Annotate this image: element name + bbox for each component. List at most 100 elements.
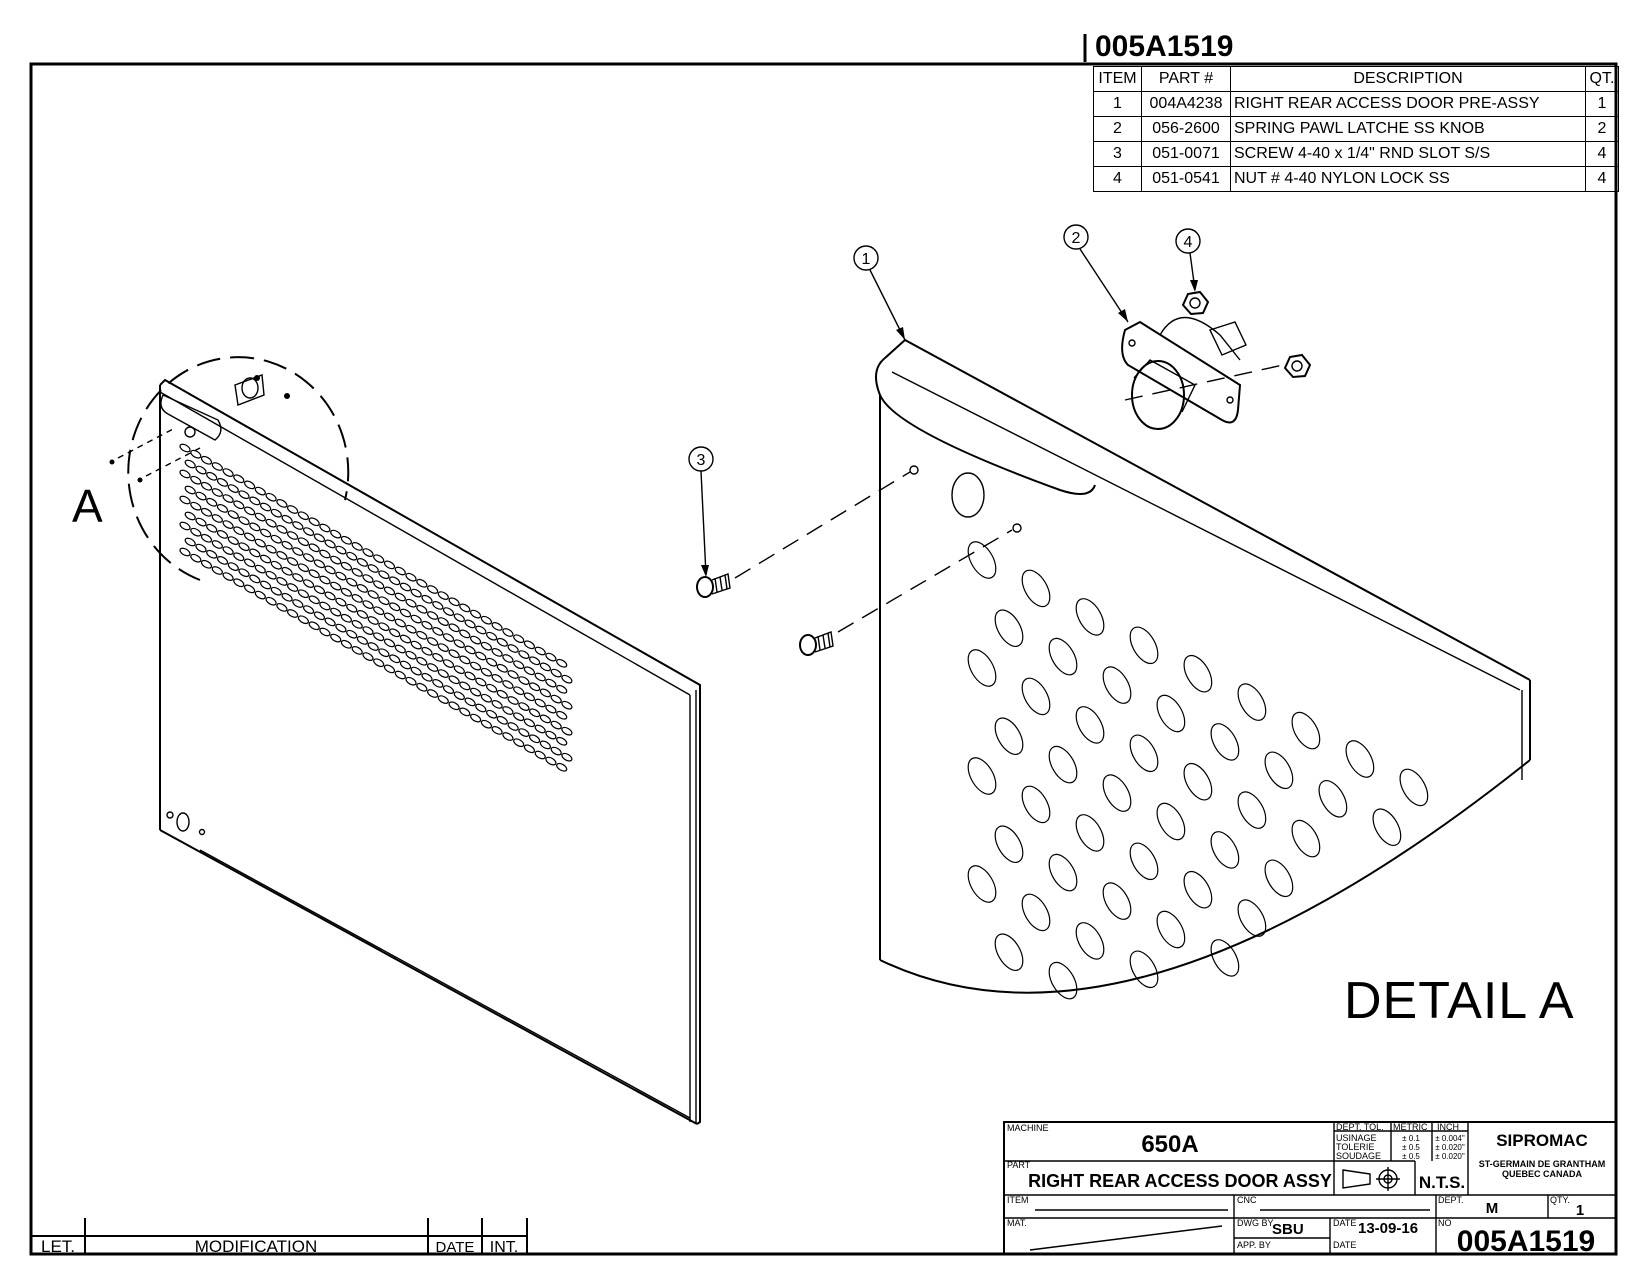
perforation-slot <box>1264 859 1294 898</box>
perforation-slot <box>238 516 250 526</box>
perforation-slot <box>518 702 530 711</box>
perforation-slot <box>1048 961 1078 1000</box>
perforation-slot <box>427 611 439 620</box>
perforation-slot <box>383 586 396 596</box>
perforation-slot <box>179 547 191 557</box>
svg-text:2: 2 <box>1072 230 1081 247</box>
perforation-slot <box>1399 768 1429 807</box>
mini-latch <box>109 374 290 483</box>
perforation-slot <box>518 728 530 737</box>
perforation-slot <box>346 551 358 561</box>
perforation-slot <box>367 564 379 573</box>
perforation-slot <box>442 659 455 668</box>
perforation-slot <box>362 548 374 557</box>
perforation-slot <box>308 517 320 527</box>
perforation-slot <box>303 579 315 588</box>
perforation-slot <box>216 504 229 513</box>
perforation-slot <box>550 668 562 678</box>
perforation-slot <box>206 549 218 559</box>
perforation-slot <box>1048 637 1078 676</box>
perforation-slot <box>432 627 444 636</box>
bom-header-item: ITEM <box>1093 66 1142 92</box>
perforation-slot <box>513 660 525 670</box>
part-value: RIGHT REAR ACCESS DOOR ASSY <box>1028 1171 1332 1191</box>
perforation-slot <box>346 603 358 613</box>
perforation-slot <box>373 632 385 642</box>
screw-lower <box>799 631 834 656</box>
perforation-slot <box>373 580 385 590</box>
perforation-slot <box>287 609 299 618</box>
perforation-slot <box>464 619 476 629</box>
perforation-slot <box>383 612 396 622</box>
perforation-slot <box>297 511 309 521</box>
perforation-slot <box>351 542 363 551</box>
perforation-slot <box>238 568 250 578</box>
perforation-slot <box>491 726 503 735</box>
perforation-slot <box>292 547 304 556</box>
perforation-slot <box>340 535 352 545</box>
perforation-slot <box>249 574 261 584</box>
perforation-slot <box>276 525 288 534</box>
perforation-slot <box>222 468 234 477</box>
perforation-slot <box>421 646 433 656</box>
perforation-slot <box>244 506 256 516</box>
perforation-slot <box>994 933 1024 971</box>
perforation-slot <box>518 676 530 685</box>
perforation-slot <box>432 679 444 688</box>
rev-let-header: LET. <box>41 1237 75 1256</box>
perforation-slot <box>556 736 568 746</box>
perforation-slot <box>967 757 997 795</box>
svg-text:PART: PART <box>1007 1160 1031 1170</box>
detail-a-circle <box>127 356 350 581</box>
perforation-slot <box>394 566 406 576</box>
perforation-slot <box>1102 666 1132 704</box>
svg-text:DEPT. TOL.: DEPT. TOL. <box>1336 1122 1384 1132</box>
perforation-slot <box>373 554 385 564</box>
perforation-slot <box>281 592 293 602</box>
perforation-slot <box>453 613 465 623</box>
perforation-slot <box>244 584 256 594</box>
perforation-slot <box>249 548 261 558</box>
perforation-slot <box>195 465 207 475</box>
drawing-frame <box>29 62 1618 1256</box>
perforation-slot <box>453 665 465 675</box>
perforation-slot <box>356 636 368 645</box>
perforation-slot <box>437 643 449 652</box>
perforation-slot <box>254 538 266 548</box>
perforation-slot <box>244 480 256 490</box>
perforation-slot <box>437 617 449 626</box>
perforation-slot <box>276 499 288 508</box>
perforation-slot <box>319 601 331 611</box>
perforation-slot <box>308 543 320 553</box>
perforation-slot <box>442 685 455 694</box>
bom-part: 004A4238 <box>1141 91 1231 117</box>
svg-text:± 0.1: ± 0.1 <box>1402 1134 1420 1143</box>
perforation-slot <box>427 637 439 646</box>
perforation-slot <box>475 625 487 635</box>
perforation-slot <box>480 667 492 677</box>
perforation-slot <box>303 527 315 536</box>
detail-a-view <box>875 338 1531 1000</box>
perforation-slot <box>513 686 525 696</box>
perforation-slot <box>1102 882 1132 920</box>
perforation-slot <box>459 655 471 665</box>
perforation-slot <box>545 704 557 714</box>
revision-block: LET. MODIFICATION DATE INT. <box>31 1218 528 1256</box>
perforation-slot <box>539 662 551 672</box>
perforation-slot <box>378 622 390 632</box>
perforation-slot <box>399 608 412 618</box>
perforation-slot <box>184 537 196 547</box>
perforation-slot <box>297 589 309 599</box>
perforation-slot <box>367 590 379 599</box>
bom-header-qty: QT. <box>1585 66 1619 92</box>
perforation-slot <box>464 645 476 655</box>
perforation-slot <box>389 628 401 638</box>
bom-qty: 4 <box>1585 166 1619 192</box>
perforation-slot <box>1210 831 1240 869</box>
perforation-slot <box>994 609 1024 647</box>
perforation-slot <box>319 575 331 585</box>
perforation-slot <box>529 682 541 692</box>
bom-description: SCREW 4-40 x 1/4" RND SLOT S/S <box>1230 141 1586 167</box>
perforation-slot <box>399 634 412 644</box>
perforation-slot <box>545 652 557 662</box>
